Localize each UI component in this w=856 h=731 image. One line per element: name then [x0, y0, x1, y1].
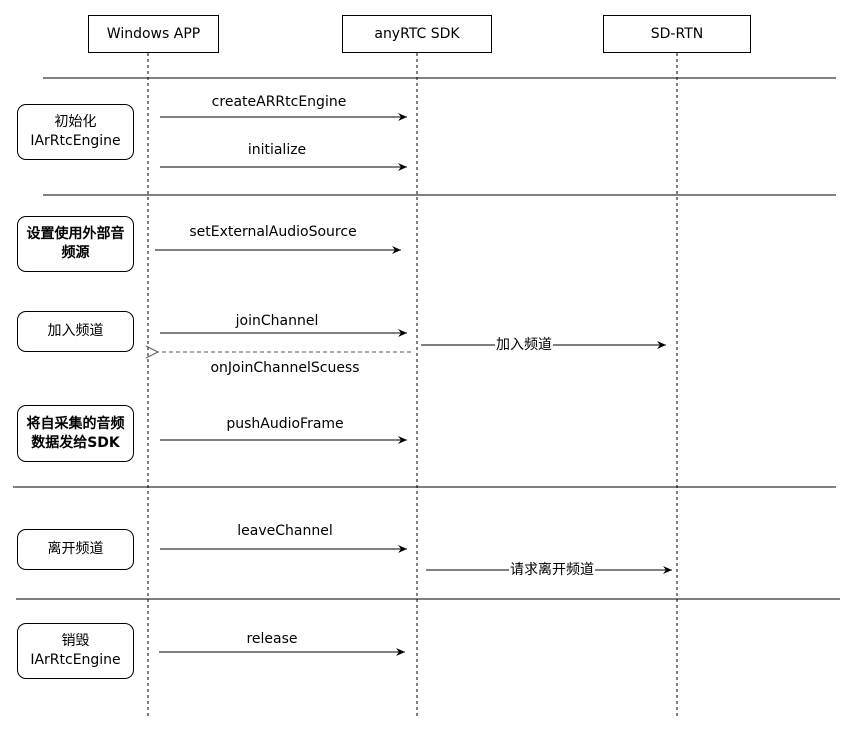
step-box-join-channel: 加入频道: [17, 311, 134, 352]
message-label-join-channel: joinChannel: [235, 313, 319, 329]
step-box-init-engine: 初始化 IArRtcEngine: [17, 104, 134, 160]
message-label-release: release: [246, 631, 298, 647]
step-box-leave-channel: 离开频道: [17, 529, 134, 570]
message-label-leave-channel: leaveChannel: [237, 523, 333, 539]
message-label-request-leave: 请求离开频道: [509, 562, 595, 578]
message-label-set-external-audio: setExternalAudioSource: [189, 224, 357, 240]
step-box-release-engine: 销毁 IArRtcEngine: [17, 623, 134, 679]
lane-header-anyrtc-sdk: anyRTC SDK: [342, 15, 492, 53]
lane-header-sd-rtn: SD-RTN: [603, 15, 751, 53]
message-label-create-engine: createARRtcEngine: [211, 94, 347, 110]
message-label-sdk-join-channel: 加入频道: [495, 337, 553, 353]
message-label-push-audio-frame: pushAudioFrame: [226, 416, 344, 432]
message-label-on-join-success: onJoinChannelScuess: [210, 360, 360, 376]
step-box-set-external-audio: 设置使用外部音 频源: [17, 216, 134, 272]
step-box-push-audio: 将自采集的音频 数据发给SDK: [17, 405, 134, 462]
message-label-initialize: initialize: [247, 142, 307, 158]
lane-header-windows-app: Windows APP: [88, 15, 219, 53]
